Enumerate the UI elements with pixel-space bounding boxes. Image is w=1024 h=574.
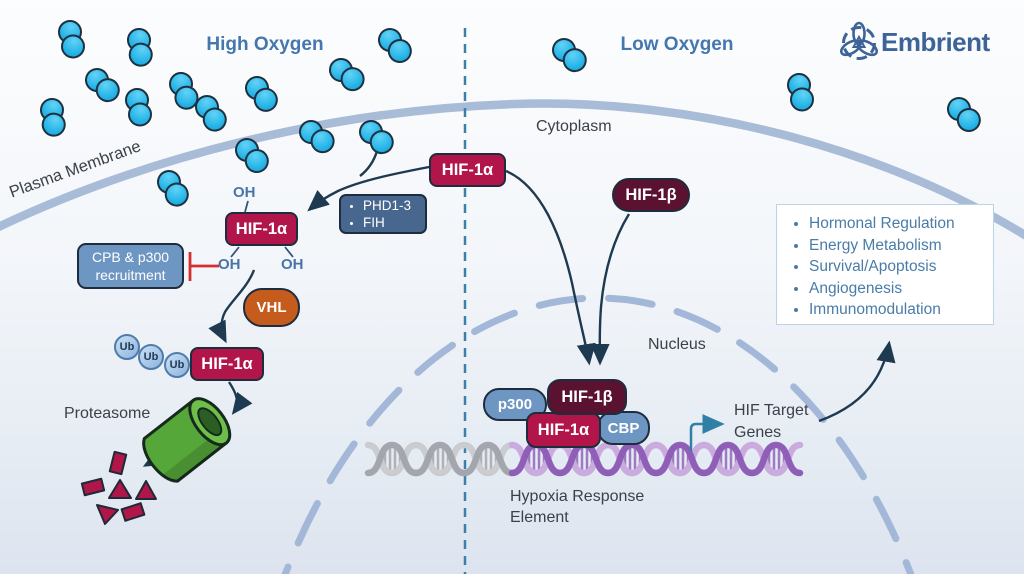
hif1a-box-hydroxylated: HIF-1α <box>225 212 298 246</box>
p300-pill: p300 <box>483 388 547 421</box>
effect-item: Energy Metabolism <box>809 235 987 257</box>
oxygen-molecule-icon <box>80 65 125 105</box>
arrow-to-proteasome <box>228 381 253 415</box>
oxygen-molecule-icon <box>238 72 285 116</box>
oxygen-molecule-icon <box>941 93 987 136</box>
ubiquitin-circle: Ub <box>114 334 140 360</box>
ubiquitin-circle: Ub <box>164 352 190 378</box>
oxygen-molecule-icon <box>29 93 76 141</box>
effect-item: Hormonal Regulation <box>809 213 987 235</box>
high-oxygen-title: High Oxygen <box>206 34 324 55</box>
hif1b-box-nucleus: HIF-1β <box>547 379 627 415</box>
line-oxygen-feed <box>359 150 379 177</box>
oxygen-molecule-icon <box>116 23 163 71</box>
fih-item: FIH <box>363 214 411 231</box>
arrow-oh-to-ubiquitin <box>208 269 256 344</box>
effect-item: Immunomodulation <box>809 299 987 321</box>
hif1a-box-ubiquitinated: HIF-1α <box>190 347 264 381</box>
inhibition-tbar <box>188 252 219 281</box>
oxygen-molecule-icon <box>48 15 95 63</box>
hif1a-box-cytoplasm: HIF-1α <box>429 153 506 187</box>
vhl-pill: VHL <box>243 288 300 327</box>
arrow-genes-to-effects <box>818 340 896 423</box>
low-oxygen-title: Low Oxygen <box>620 34 734 55</box>
plasma-membrane-line <box>0 99 1024 240</box>
cytoplasm-label: Cytoplasm <box>536 118 612 135</box>
oxygen-molecule-icon <box>777 68 824 116</box>
dna-helix <box>368 445 800 473</box>
proteasome-icon <box>142 397 232 483</box>
ubiquitin-circle: Ub <box>138 344 164 370</box>
oxygen-molecule-icon <box>547 35 592 75</box>
hre-label-line1: Hypoxia Response <box>510 488 645 505</box>
arrow-hif1b-to-nucleus <box>590 213 631 366</box>
cpb-line2: recruitment <box>95 267 166 283</box>
hif-target-genes-line2: Genes <box>734 424 782 441</box>
transcription-start-arrow <box>689 414 725 451</box>
phd-fih-box: PHD1-3 FIH <box>339 194 427 234</box>
hydroxyl-connectors <box>230 200 294 258</box>
cpb-p300-recruitment-box: CPB & p300 recruitment <box>77 243 184 289</box>
oxygen-molecule-icon <box>372 24 418 67</box>
hre-label-line2: Element <box>510 509 569 526</box>
cbp-pill: CBP <box>597 411 650 445</box>
oxygen-molecule-icon <box>149 165 197 211</box>
hif-target-effects-box: Hormonal Regulation Energy Metabolism Su… <box>776 204 994 325</box>
oxygen-molecules <box>29 15 987 211</box>
oh-label-bottom-left: OH <box>218 256 241 273</box>
embrient-logo-text: Embrient <box>881 27 990 57</box>
oh-label-top: OH <box>233 184 256 201</box>
cpb-line1: CPB & p300 <box>91 249 170 265</box>
oxygen-molecule-icon <box>354 117 399 157</box>
oxygen-molecule-icon <box>115 83 162 131</box>
proteasome-label: Proteasome <box>64 405 151 422</box>
effect-item: Angiogenesis <box>809 278 987 300</box>
hif-target-genes-line1: HIF Target <box>734 402 809 419</box>
arrow-hif1a-to-nucleus <box>505 169 596 366</box>
embrient-logo-icon <box>839 21 879 60</box>
arrow-hif1a-to-hydroxylation <box>307 165 430 212</box>
nucleus-label: Nucleus <box>648 336 706 353</box>
oxygen-molecule-icon <box>326 56 368 93</box>
hif-target-effects-list: Hormonal Regulation Energy Metabolism Su… <box>783 213 987 321</box>
phd-item: PHD1-3 <box>363 197 411 214</box>
hif1b-box-cytoplasm: HIF-1β <box>612 178 690 212</box>
oh-label-bottom-right: OH <box>281 256 304 273</box>
hif1a-box-nucleus: HIF-1α <box>526 412 601 448</box>
effect-item: Survival/Apoptosis <box>809 256 987 278</box>
protein-fragments <box>80 450 157 525</box>
